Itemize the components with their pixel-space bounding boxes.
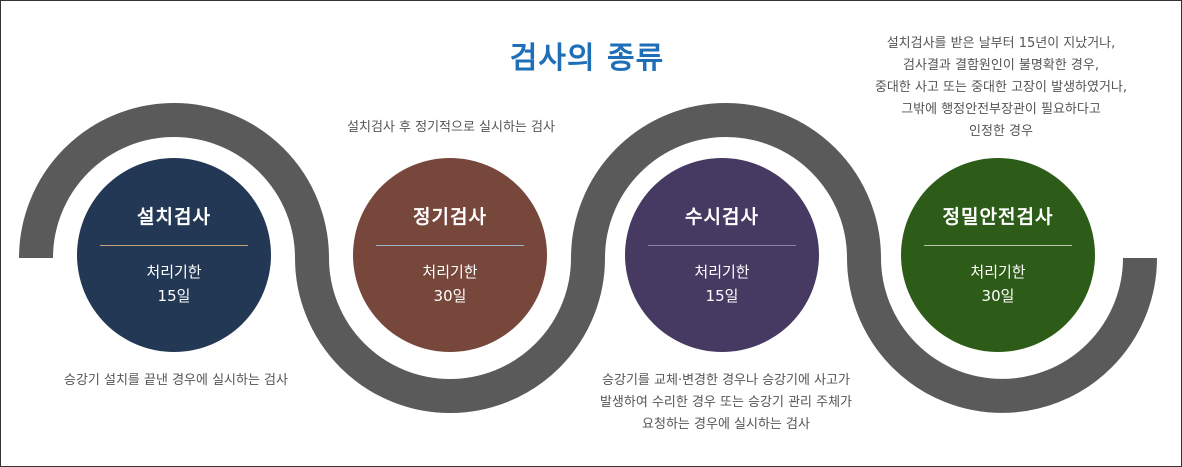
description-line: 승강기 설치를 끝낸 경우에 실시하는 검사 <box>64 373 288 388</box>
inspection-name: 정기검사 <box>413 206 487 228</box>
regular-inspection-description: 설치검사 후 정기적으로 실시하는 검사 <box>321 117 581 139</box>
description-line: 승강기를 교체·변경한 경우나 승강기에 사고가 <box>602 373 850 388</box>
install-inspection-description: 승강기 설치를 끝낸 경우에 실시하는 검사 <box>51 370 301 392</box>
divider <box>376 245 524 246</box>
description-line: 요청하는 경우에 실시하는 검사 <box>642 417 810 432</box>
period-label: 처리기한 <box>970 263 1026 281</box>
period-label: 처리기한 <box>146 263 202 281</box>
divider <box>924 245 1072 246</box>
description-line: 인정한 경우 <box>969 124 1033 139</box>
install-inspection-circle: 설치검사 처리기한 15일 <box>77 158 271 352</box>
inspection-name: 설치검사 <box>137 206 211 228</box>
period-value: 15일 <box>157 287 191 305</box>
description-line: 그밖에 행정안전부장관이 필요하다고 <box>901 102 1101 117</box>
precision-safety-inspection-circle: 정밀안전검사 처리기한 30일 <box>901 158 1095 352</box>
precision-safety-inspection-description: 설치검사를 받은 날부터 15년이 지났거나, 검사결과 결함원인이 불명확한 … <box>851 33 1151 143</box>
inspection-name: 정밀안전검사 <box>942 206 1054 228</box>
wave-path <box>19 103 1157 413</box>
inspection-name: 수시검사 <box>685 206 759 228</box>
description-line: 발생하여 수리한 경우 또는 승강기 관리 주체가 <box>599 395 853 410</box>
period-label: 처리기한 <box>694 263 750 281</box>
description-line: 검사결과 결함원인이 불명확한 경우, <box>903 58 1099 73</box>
regular-inspection-circle: 정기검사 처리기한 30일 <box>353 158 547 352</box>
period-value: 30일 <box>981 287 1015 305</box>
period-value: 15일 <box>705 287 739 305</box>
divider <box>648 245 796 246</box>
occasional-inspection-circle: 수시검사 처리기한 15일 <box>625 158 819 352</box>
description-line: 중대한 사고 또는 중대한 고장이 발생하였거나, <box>874 80 1128 95</box>
description-line: 설치검사를 받은 날부터 15년이 지났거나, <box>886 36 1116 51</box>
occasional-inspection-description: 승강기를 교체·변경한 경우나 승강기에 사고가 발생하여 수리한 경우 또는 … <box>576 370 876 436</box>
divider <box>100 245 248 246</box>
page-title: 검사의 종류 <box>509 41 665 76</box>
period-label: 처리기한 <box>422 263 478 281</box>
description-line: 설치검사 후 정기적으로 실시하는 검사 <box>347 120 555 135</box>
period-value: 30일 <box>433 287 467 305</box>
